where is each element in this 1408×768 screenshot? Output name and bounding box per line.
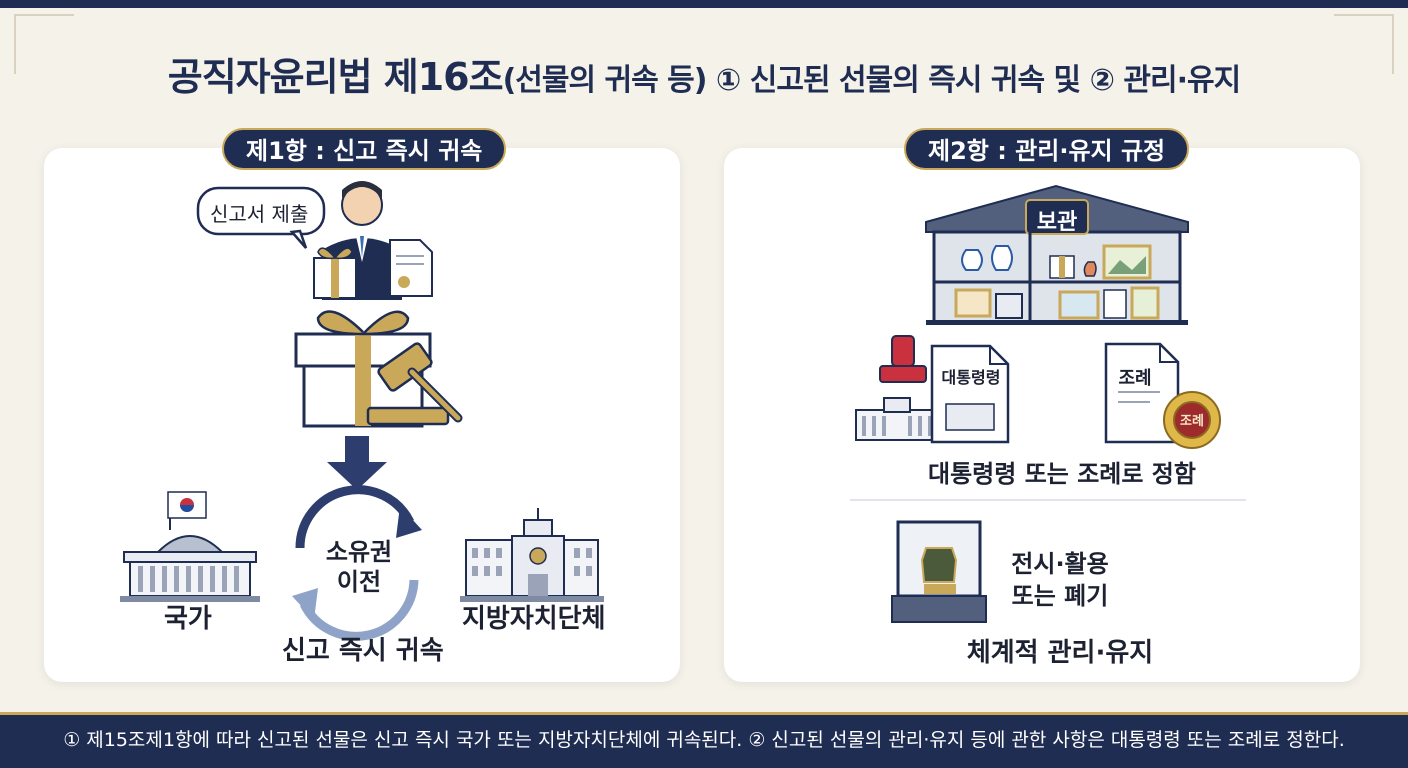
stamp-icon — [879, 335, 927, 383]
seal-text: 조례 — [1180, 414, 1204, 429]
corner-ornament-right — [1334, 14, 1394, 74]
top-border — [0, 0, 1408, 8]
left-caption: 신고 즉시 귀속 — [282, 636, 444, 666]
presidential-decree-document-icon — [930, 344, 1010, 444]
state-label: 국가 — [164, 604, 212, 634]
cycle-label-line1: 소유권 — [325, 538, 393, 566]
display-case-icon — [891, 520, 987, 623]
storage-warehouse-icon — [925, 184, 1189, 325]
local-government-building-icon — [460, 508, 604, 602]
title-main: 공직자윤리법 제16조 — [167, 55, 504, 99]
speech-bubble-icon — [196, 186, 326, 249]
report-document-icon — [389, 239, 433, 297]
local-government-label: 지방자치단체 — [462, 604, 606, 634]
ordinance-label: 조례 — [1118, 368, 1152, 389]
presidential-decree-label: 대통령령 — [941, 368, 1001, 387]
corner-ornament-left — [14, 14, 74, 74]
small-gift-icon — [313, 247, 357, 299]
regulation-caption: 대통령령 또는 조례로 정함 — [928, 460, 1196, 488]
down-arrow-icon — [327, 436, 387, 490]
cycle-label-line2: 이전 — [336, 568, 382, 596]
paragraph-2-header: 제2항 : 관리·유지 규정 — [904, 128, 1190, 170]
management-caption: 체계적 관리·유지 — [966, 638, 1154, 668]
page-title: 공직자윤리법 제16조(선물의 귀속 등) ① 신고된 선물의 즉시 귀속 및 … — [0, 46, 1408, 101]
cycle-arrows-icon — [292, 485, 422, 641]
government-building-icon — [855, 397, 939, 441]
gavel-icon — [366, 342, 463, 426]
paragraph-1-header: 제1항 : 신고 즉시 귀속 — [222, 128, 507, 170]
title-sub: (선물의 귀속 등) ① 신고된 선물의 즉시 귀속 및 ② 관리·유지 — [502, 63, 1242, 98]
storage-sign: 보관 — [1036, 210, 1078, 235]
national-assembly-icon — [120, 491, 260, 602]
display-line-1: 전시·활용 — [1011, 550, 1109, 578]
footer-statute-text: ① 제15조제1항에 따라 신고된 선물은 신고 즉시 국가 또는 지방자치단체… — [0, 712, 1408, 768]
display-line-2: 또는 폐기 — [1011, 582, 1109, 610]
official-seal-icon — [1163, 391, 1221, 449]
speech-bubble-text: 신고서 제출 — [210, 202, 309, 226]
